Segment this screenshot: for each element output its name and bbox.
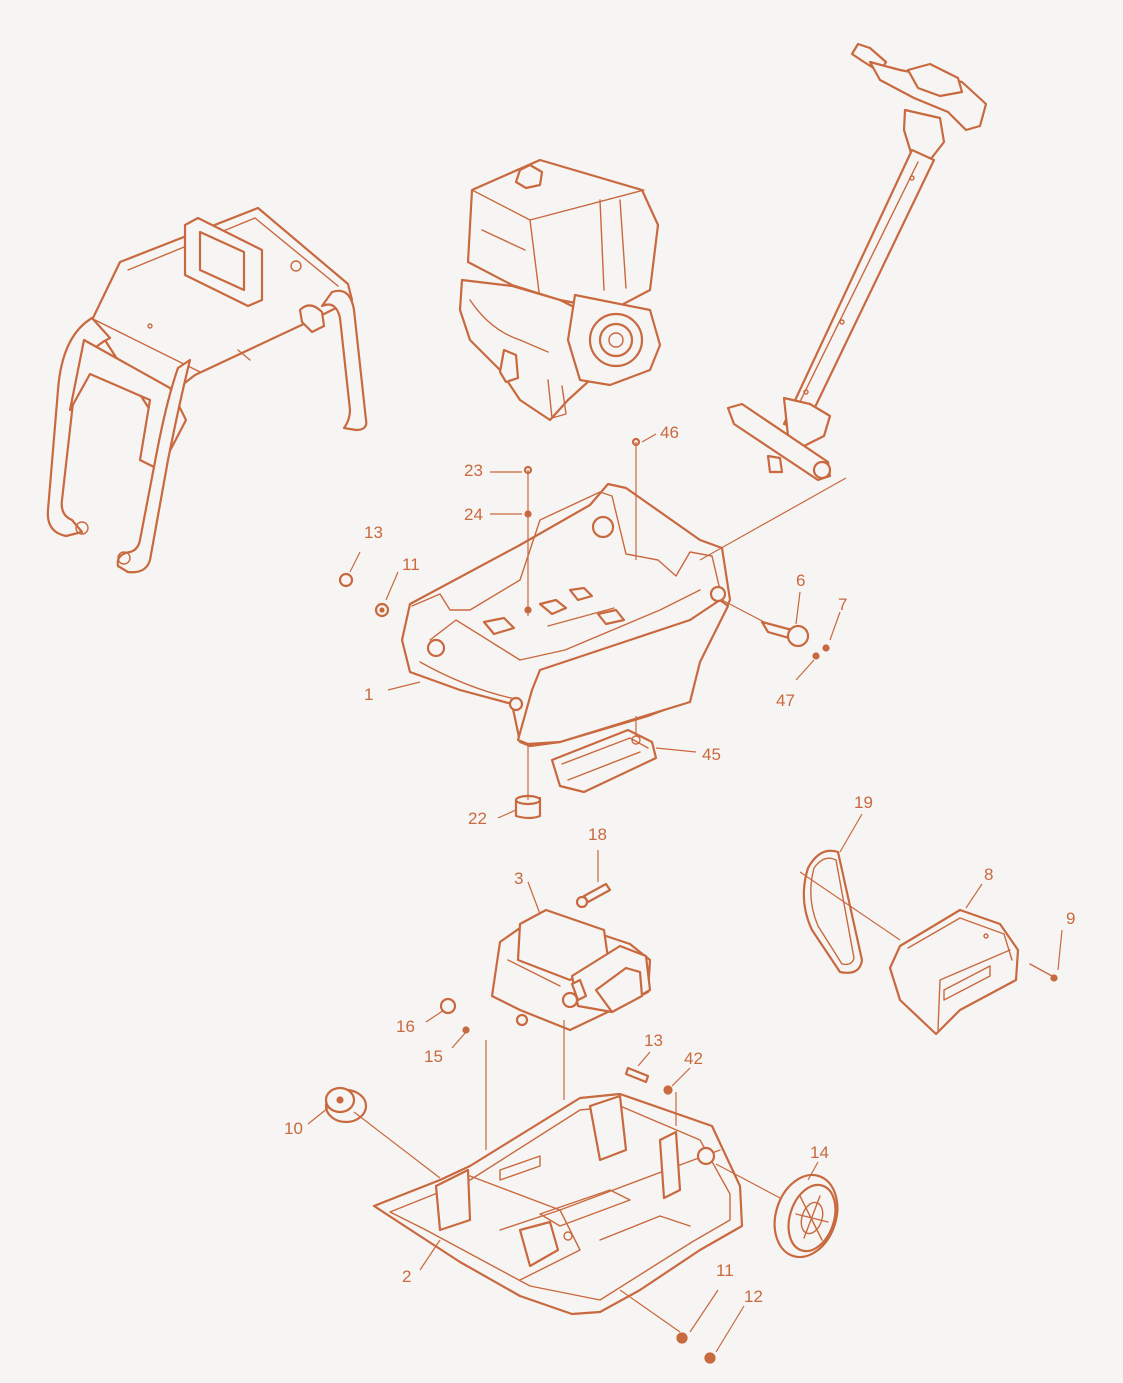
part-18-bolt <box>575 882 612 909</box>
callout-42: 42 <box>684 1049 703 1068</box>
callout-46: 46 <box>660 423 679 442</box>
callout-23: 23 <box>464 461 483 480</box>
part-19-belt <box>802 849 864 974</box>
part-3-exciter <box>490 908 652 1032</box>
callout-7: 7 <box>838 595 847 614</box>
callout-2: 2 <box>402 1267 411 1286</box>
callout-11a: 11 <box>402 555 420 574</box>
callout-11b: 11 <box>716 1261 734 1280</box>
part-14-wheel <box>773 1173 839 1259</box>
callout-13a: 13 <box>364 523 383 542</box>
callout-8: 8 <box>984 865 993 884</box>
callout-12: 12 <box>744 1287 763 1306</box>
guide-handle <box>726 42 988 482</box>
callout-6: 6 <box>796 571 805 590</box>
callout-13b: 13 <box>644 1031 663 1050</box>
part-2-base-plate <box>372 1092 744 1316</box>
callout-leaders <box>307 433 1063 1353</box>
upper-mass-frame <box>400 482 732 748</box>
callout-47: 47 <box>776 691 795 710</box>
callouts: 1 2 3 6 7 8 9 10 11 11 12 13 13 14 15 16… <box>284 423 1075 1306</box>
callout-22: 22 <box>468 809 487 828</box>
callout-18: 18 <box>588 825 607 844</box>
callout-14: 14 <box>810 1143 829 1162</box>
protective-frame <box>46 206 368 574</box>
callout-3: 3 <box>514 869 523 888</box>
callout-24: 24 <box>464 505 483 524</box>
callout-10: 10 <box>284 1119 303 1138</box>
callout-19: 19 <box>854 793 873 812</box>
part-8-belt-guard <box>888 908 1020 1036</box>
assembly-lines <box>353 442 901 1333</box>
part-9-bolt <box>1029 963 1058 982</box>
engine <box>458 158 662 422</box>
part-45-bracket <box>550 728 658 794</box>
fasteners <box>338 437 830 1364</box>
callout-15: 15 <box>424 1047 443 1066</box>
callout-16: 16 <box>396 1017 415 1036</box>
callout-1: 1 <box>364 685 373 704</box>
callout-9: 9 <box>1066 909 1075 928</box>
callout-45: 45 <box>702 745 721 764</box>
